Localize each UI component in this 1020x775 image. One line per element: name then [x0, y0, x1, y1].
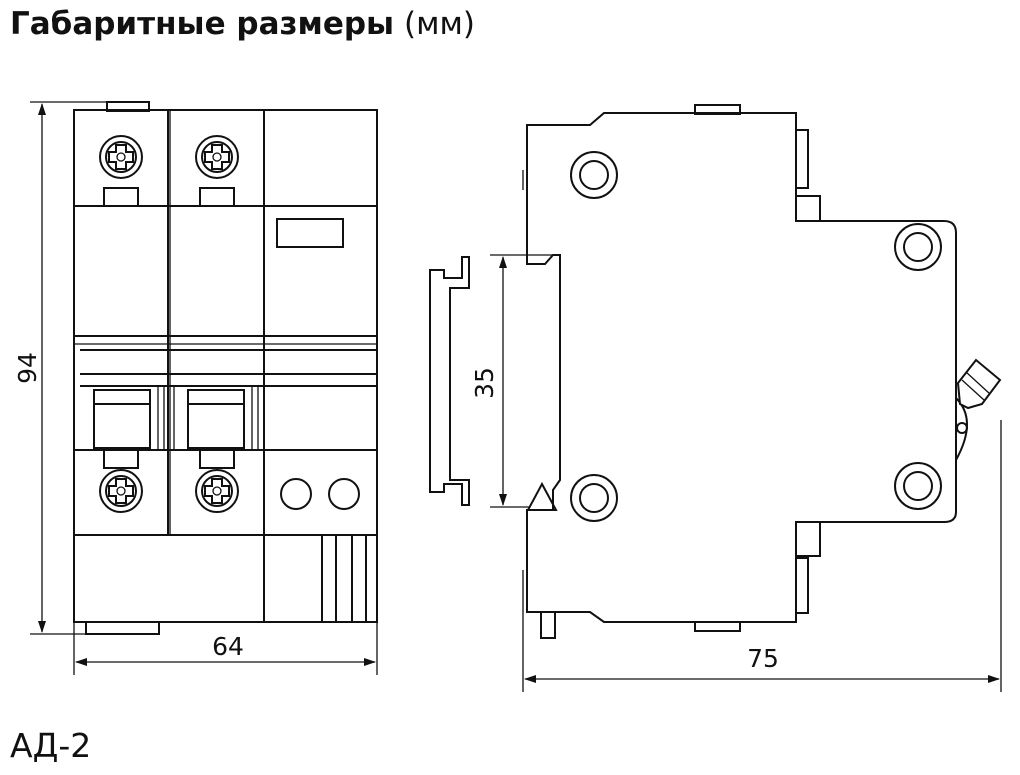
height-value: 94	[13, 352, 42, 384]
side-view	[522, 104, 1002, 639]
dimension-height: 94	[13, 101, 120, 635]
screw-top-left	[99, 135, 143, 179]
side-hole-1	[570, 151, 618, 199]
rail-value: 35	[470, 367, 499, 399]
side-hole-4	[894, 462, 942, 510]
bottom-clip	[85, 621, 160, 635]
screw-bottom-left	[99, 469, 143, 513]
indicator-window	[276, 218, 344, 248]
screw-bottom-right	[195, 469, 239, 513]
dimension-rail: 35	[470, 254, 553, 508]
side-hole-3	[894, 223, 942, 271]
din-rail	[429, 256, 470, 506]
test-button-2	[328, 478, 360, 510]
side-hole-2	[570, 474, 618, 522]
width-value: 64	[212, 632, 244, 661]
page-title: Габаритные размеры (мм)	[10, 6, 475, 42]
dimension-width: 64	[73, 622, 378, 675]
title-text: Габаритные размеры	[10, 6, 395, 42]
model-label: АД-2	[10, 726, 92, 765]
front-view	[73, 101, 378, 635]
test-button-1	[280, 478, 312, 510]
title-unit: (мм)	[403, 6, 475, 42]
dimension-depth: 75	[522, 420, 1002, 692]
front-body	[73, 109, 378, 623]
screw-top-right	[195, 135, 239, 179]
depth-value: 75	[747, 644, 779, 673]
